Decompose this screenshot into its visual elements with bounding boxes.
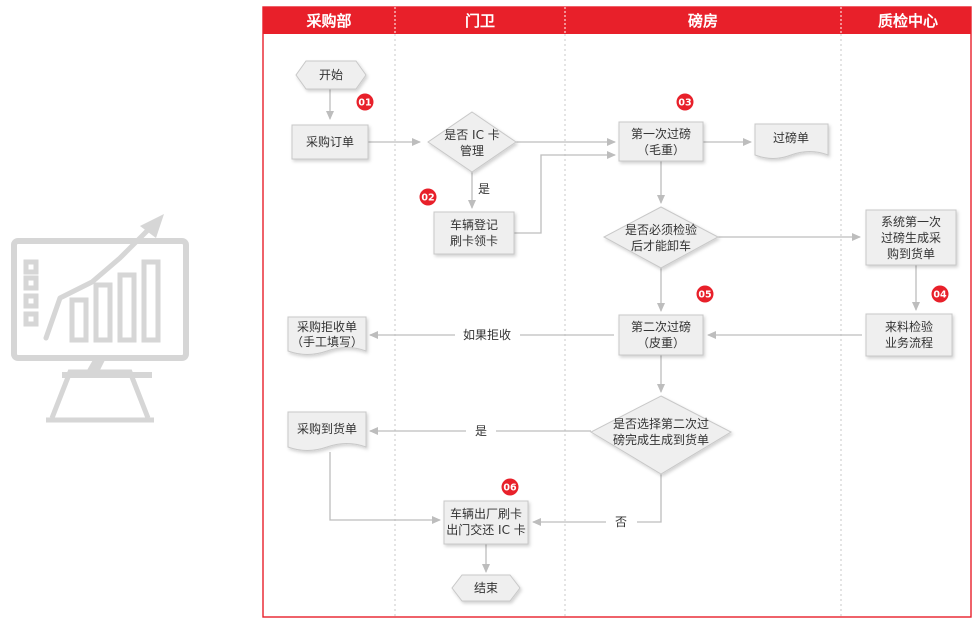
lane-title-qc: 质检中心 [878, 12, 938, 30]
second-weigh-line-1: 第二次过磅 [631, 319, 691, 334]
edge-label-if-reject: 如果拒收 [463, 327, 511, 342]
lane-title-purchasing: 采购部 [305, 12, 351, 30]
must-inspect-line-2: 后才能卸车 [631, 238, 691, 253]
must-inspect-decision-node [602, 206, 720, 269]
purchase-order-label: 采购订单 [306, 134, 354, 149]
must-inspect-line-1: 是否必须检验 [625, 222, 697, 237]
lane-title-weighroom: 磅房 [688, 12, 718, 30]
end-label: 结束 [474, 581, 498, 595]
first-weigh-line-2: （毛重） [637, 143, 685, 157]
arrival-slip-label: 采购到货单 [297, 421, 357, 436]
step-badge-05: 05 [696, 285, 714, 303]
start-label: 开始 [319, 68, 343, 82]
rejection-slip-node [287, 316, 367, 355]
system-receipt-line-3: 购到货单 [887, 246, 935, 261]
step-badge-02-label: 02 [421, 193, 434, 204]
step-badge-03-label: 03 [678, 98, 691, 109]
register-vehicle-line-2: 刷卡领卡 [450, 234, 498, 248]
purchase-order-node [291, 124, 369, 160]
connectors [326, 89, 920, 573]
end-node [451, 574, 521, 602]
exit-card-line-2: 出门交还 IC 卡 [446, 522, 526, 537]
register-vehicle-line-1: 车辆登记 [450, 217, 498, 232]
system-receipt-line-1: 系统第一次 [881, 215, 941, 229]
inspection-flow-line-2: 业务流程 [885, 335, 933, 350]
weigh-slip-node [754, 123, 829, 159]
first-weigh-node [618, 121, 704, 162]
exit-card-node [443, 500, 529, 545]
inspection-flow-node [865, 313, 953, 357]
step-badge-01: 01 [356, 93, 374, 111]
system-receipt-line-2: 过磅生成采 [881, 230, 941, 245]
step-badge-01-label: 01 [358, 98, 371, 109]
choose-second-decision-node [589, 395, 733, 475]
step-badge-04-label: 04 [933, 290, 947, 301]
step-badge-06: 06 [501, 478, 519, 496]
exit-card-line-1: 车辆出厂刷卡 [450, 506, 522, 521]
choose-second-line-2: 磅完成生成到货单 [613, 432, 709, 447]
lane-header-bar [263, 7, 971, 34]
swimlane-frame [262, 6, 972, 618]
rejection-slip-line-2: （手工填写） [291, 335, 363, 349]
rejection-slip-line-1: 采购拒收单 [297, 319, 357, 334]
edge-label-yes-register: 是 [478, 182, 490, 196]
weigh-slip-label: 过磅单 [773, 130, 809, 145]
step-badge-02: 02 [419, 188, 437, 206]
choose-second-line-1: 是否选择第二次过 [613, 417, 709, 431]
step-badge-04: 04 [931, 285, 949, 303]
register-vehicle-node [433, 211, 515, 255]
system-receipt-node [865, 209, 957, 266]
edge-label-yes-arrival: 是 [475, 424, 487, 438]
ic-card-decision-line-1: 是否 IC 卡 [444, 128, 500, 142]
lane-title-gate: 门卫 [465, 12, 495, 30]
first-weigh-line-1: 第一次过磅 [631, 126, 691, 141]
step-badge-03: 03 [676, 93, 694, 111]
step-badge-06-label: 06 [503, 483, 517, 494]
step-badge-05-label: 05 [698, 290, 711, 301]
start-node [295, 60, 367, 90]
ic-card-decision-node [427, 111, 517, 173]
arrival-slip-node [287, 411, 367, 451]
ic-card-decision-line-2: 管理 [460, 143, 484, 158]
inspection-flow-line-1: 来料检验 [885, 319, 933, 334]
edge-label-no-exit: 否 [615, 515, 627, 529]
second-weigh-line-2: （皮重） [637, 336, 685, 350]
second-weigh-node [618, 314, 704, 356]
